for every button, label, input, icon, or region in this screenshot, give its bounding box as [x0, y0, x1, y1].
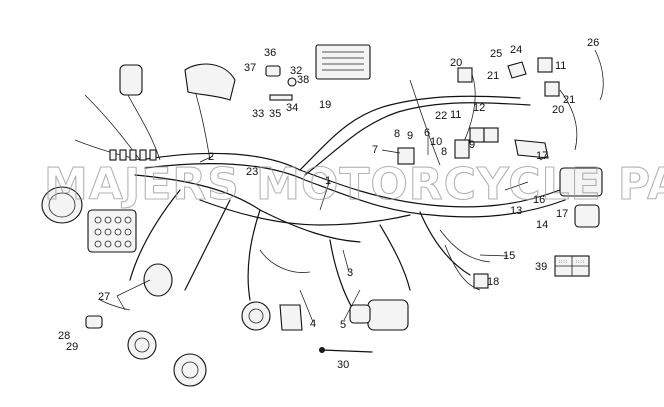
callout-8a: 8: [394, 128, 400, 140]
watermark-text: MAJERS MOTORCYCLE PARTS & MOTO: [44, 159, 664, 210]
callout-2: 2: [208, 151, 214, 163]
svg-text:::::: ::::: [575, 259, 585, 264]
callout-11a: 11: [450, 109, 461, 121]
callout-25: 25: [490, 48, 502, 60]
callout-18: 18: [487, 276, 499, 288]
right-switch-part: [184, 63, 236, 101]
callout-11b: 11: [555, 60, 566, 72]
callout-1: 1: [325, 175, 331, 187]
callout-22: 22: [435, 110, 447, 122]
callout-28: 28: [58, 330, 70, 342]
leader-lines: [116, 136, 549, 323]
callout-20a: 20: [450, 57, 462, 69]
components: [41, 44, 603, 387]
headlight-part: [41, 186, 83, 224]
callout-26: 26: [587, 37, 599, 49]
callout-19: 19: [319, 99, 331, 111]
callout-13: 13: [510, 205, 522, 217]
starter-motor-part: [367, 299, 409, 331]
callout-38: 38: [297, 74, 309, 86]
callout-34: 34: [286, 102, 298, 114]
callout-17b: 17: [556, 208, 568, 220]
callout-21b: 21: [563, 94, 575, 106]
callout-7: 7: [372, 144, 378, 156]
control-unit-part: [315, 44, 371, 80]
callout-16: 16: [533, 194, 545, 206]
main-harness: [129, 95, 566, 321]
callout-23: 23: [246, 166, 258, 178]
callout-17a: 17: [536, 150, 548, 162]
callout-35: 35: [269, 108, 281, 120]
horn-part: [241, 301, 271, 331]
callout-9a: 9: [407, 130, 413, 142]
callout-36: 36: [264, 47, 276, 59]
callout-29: 29: [66, 341, 78, 353]
callout-14: 14: [536, 219, 548, 231]
callout-21a: 21: [487, 70, 499, 82]
callout-30: 30: [337, 359, 349, 371]
callout-10: 10: [430, 136, 442, 148]
svg-text:::::: ::::: [558, 259, 568, 264]
callout-4: 4: [310, 318, 316, 330]
tail-lamp-part: [514, 139, 549, 159]
callout-9b: 9: [469, 139, 475, 151]
callout-12: 12: [473, 102, 485, 114]
callout-27: 27: [98, 291, 110, 303]
callout-3: 3: [347, 267, 353, 279]
callouts: 1 2 3 4 5 6 7 8 8 9 9 10 11 11 12 13 14 …: [58, 37, 599, 371]
relay-part: [457, 67, 473, 83]
bracket-part: [265, 65, 281, 77]
callout-37: 37: [244, 62, 256, 74]
callout-39: 39: [535, 261, 547, 273]
callout-33: 33: [252, 108, 264, 120]
callout-8b: 8: [441, 146, 447, 158]
callout-6: 6: [424, 127, 430, 139]
callout-5: 5: [340, 319, 346, 331]
callout-24: 24: [510, 44, 522, 56]
left-switch-part: [119, 64, 143, 96]
callout-20b: 20: [552, 104, 564, 116]
callout-32: 32: [290, 65, 302, 77]
callout-15: 15: [503, 250, 515, 262]
turn-signal-part: [143, 263, 173, 297]
